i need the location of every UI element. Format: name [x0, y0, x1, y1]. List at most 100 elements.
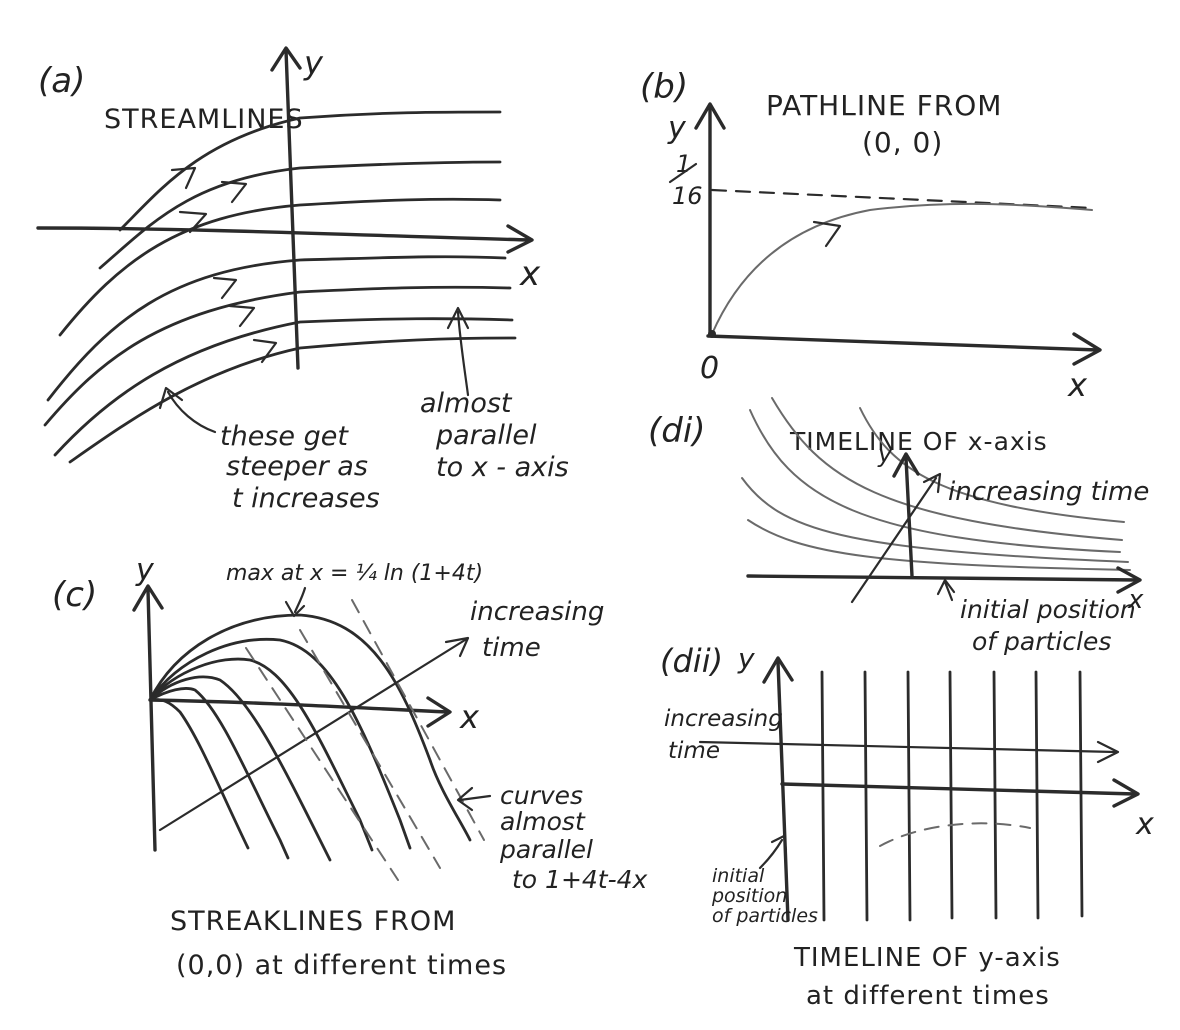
panel-dii-caption-line-2: at different times	[806, 981, 1050, 1011]
panel-c-caption-line-1: STREAKLINES FROM	[170, 906, 456, 937]
panel-di-note: initial position of particles	[960, 595, 1144, 656]
panel-a-note-right-line-2: parallel	[435, 420, 537, 451]
streamline	[53, 317, 514, 457]
panel-di-y-label: y	[877, 440, 893, 468]
panel-dii-time-label: increasing time	[664, 706, 790, 764]
panel-di-x-axis	[746, 574, 1140, 582]
streamline	[43, 285, 512, 427]
panel-a-y-label: y	[303, 44, 324, 82]
panel-a-note-left-line-2: steeper as	[226, 451, 368, 482]
panel-b-title: PATHLINE FROM (0, 0)	[766, 89, 1012, 159]
panel-a-note-left-line-1: these get	[220, 421, 349, 452]
panel-b-origin-label: 0	[700, 351, 719, 386]
panel-dii-note-pointer	[758, 838, 784, 870]
panel-b-y-label: y	[667, 111, 687, 146]
panel-c-time-label-line-2: time	[482, 633, 541, 663]
panel-c-note-pointer	[458, 794, 492, 802]
streamline	[98, 160, 502, 270]
panel-a-tag: (a)	[38, 61, 85, 101]
panel-c-time-label-line-1: increasing	[470, 597, 604, 627]
panel-b-y-axis-arrowhead	[694, 102, 726, 130]
panel-a-note-right-pointer	[456, 310, 470, 397]
panel-a-x-axis-arrowhead	[506, 224, 534, 254]
panel-c-tag: (c)	[52, 575, 97, 615]
panel-dii-note-line-1: initial	[712, 865, 765, 887]
panel-dii-y-label: y	[737, 642, 755, 675]
panel-c-y-axis-arrowhead	[132, 584, 164, 612]
panel-a-note-left-pointer-head	[158, 386, 184, 410]
panel-c-x-axis-arrowhead	[426, 696, 452, 728]
panel-dii-caption-line-1: TIMELINE OF y-axis	[793, 943, 1061, 973]
panel-c-y-axis	[146, 588, 157, 852]
panel-c-note-line-4: to 1+4t-4x	[512, 865, 648, 894]
panel-c-note-line-1: curves	[500, 781, 583, 810]
panel-dii-x-label: x	[1135, 807, 1154, 842]
panel-di-note-line-2: of particles	[972, 627, 1111, 656]
panel-c-note-line-3: parallel	[499, 835, 593, 864]
panel-dii-x-axis	[780, 782, 1137, 796]
panel-di-title: TIMELINE OF x-axis	[789, 427, 1048, 456]
panel-a-streamlines	[43, 110, 517, 464]
panel-dii-time-label-line-1: increasing	[664, 706, 783, 732]
panel-a-note-right-line-3: to x - axis	[436, 452, 569, 483]
panel-a-note-right-line-1: almost	[420, 388, 513, 419]
panel-a-direction-arrows	[170, 166, 278, 364]
panel-dii-caption: TIMELINE OF y-axis at different times	[793, 943, 1070, 1011]
panel-dii-faint-curve	[879, 822, 1031, 847]
panel-a-note-right-pointer-head	[446, 306, 470, 330]
panel-dii-tag: (dii)	[660, 642, 723, 680]
panel-di-note-pointer-head	[936, 578, 956, 596]
panel-dii-y-axis-arrowhead	[762, 656, 794, 684]
panel-dii-time-line	[698, 740, 1117, 754]
panel-c-time-label: increasing time	[470, 597, 613, 663]
panel-b-tag: (b)	[640, 67, 688, 107]
streamline	[118, 110, 502, 232]
panel-c-y-label: y	[135, 553, 155, 588]
panel-dii-x-axis-arrowhead	[1112, 778, 1140, 808]
panel-a-x-label: x	[519, 254, 541, 294]
panel-b-pathline-arrowhead	[812, 220, 842, 248]
panel-a-note-left-pointer	[166, 390, 217, 434]
panel-c-time-arrow	[158, 638, 467, 832]
streamline	[58, 197, 502, 337]
panel-a-x-axis	[36, 226, 532, 242]
panel-a-note-left-line-3: t increases	[232, 483, 380, 514]
panel-c-x-label: x	[459, 698, 480, 736]
panel-di-note-line-1: initial position	[960, 595, 1136, 624]
panel-dii-time-label-line-2: time	[668, 738, 720, 764]
panel-a-y-axis-arrowhead	[270, 46, 302, 72]
panel-c-note-line-2: almost	[500, 807, 586, 836]
streamline	[46, 255, 507, 402]
panel-dii-note: initial position of particles	[711, 865, 818, 927]
panel-b-asymptote-denominator: 16	[672, 182, 703, 210]
streamline	[68, 336, 517, 464]
panel-c-max-label: max at x = ¼ ln (1+4t)	[226, 561, 483, 586]
panel-di-x-label: x	[1127, 585, 1144, 615]
panel-b: (b) PATHLINE FROM (0, 0) y x 0 1 16	[640, 67, 1102, 404]
panel-a: (a) STREAMLINES y x	[36, 44, 569, 514]
panel-c-note: curves almost parallel to 1+4t-4x	[499, 781, 648, 894]
panel-c: (c) y x increasing time max at x = ¼ ln …	[52, 553, 648, 981]
panel-c-time-arrowhead	[444, 636, 470, 658]
panel-di: (di) TIMELINE OF x-axis x y increasing t…	[648, 397, 1149, 656]
panel-dii-note-pointer-head	[770, 834, 788, 852]
panel-di-tag: (di)	[648, 411, 706, 451]
panel-b-x-axis-arrowhead	[1072, 332, 1102, 366]
panel-a-note-right: almost parallel to x - axis	[420, 388, 569, 483]
panel-b-pathline	[711, 202, 1093, 335]
panel-b-x-label: x	[1067, 366, 1088, 404]
panel-dii-note-line-2: position	[711, 885, 787, 907]
panel-di-time-label: increasing time	[948, 477, 1149, 507]
panel-a-title: STREAMLINES	[104, 104, 304, 135]
panel-di-x-axis-arrowhead	[1116, 566, 1142, 594]
panel-di-time-arrowhead	[922, 472, 942, 494]
panel-dii-timelines	[820, 670, 1084, 922]
panel-a-note-left: these get steeper as t increases	[220, 421, 380, 514]
panel-c-caption: STREAKLINES FROM (0,0) at different time…	[170, 906, 507, 981]
panel-dii-y-axis	[776, 660, 790, 922]
panel-b-title-line-1: PATHLINE FROM	[766, 89, 1002, 122]
panel-b-x-axis	[706, 334, 1100, 352]
panel-a-y-axis	[284, 48, 300, 370]
panel-b-origin-point	[708, 330, 716, 338]
